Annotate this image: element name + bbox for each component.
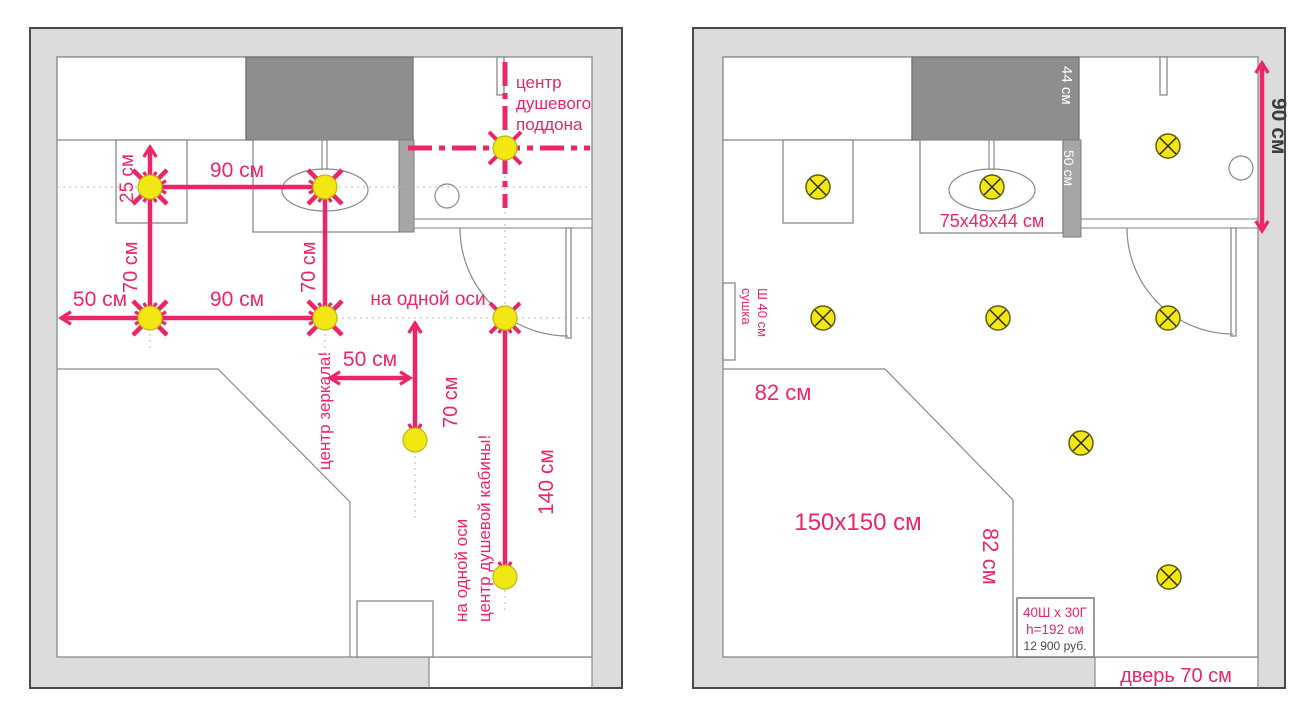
dim-70cm-mirror: 70 см [440, 376, 462, 428]
shower-wall [1080, 218, 1259, 229]
ceiling-light-icon [979, 174, 1005, 200]
dim-90cm-top: 90 см [210, 159, 264, 182]
door-swing-arc [1126, 227, 1234, 335]
ceiling-light-icon [1155, 133, 1181, 159]
cabinet-label-line1: 40Ш x 30Г [1023, 605, 1088, 620]
ceiling-light-icon [487, 130, 523, 166]
right-floor-plan: 44 см 50 см 75x48x44 см 90 см сушка Ш 40… [692, 27, 1290, 689]
sink-oval [948, 168, 1036, 212]
ceiling-light-icon [492, 564, 518, 590]
corner-bath-outline [723, 368, 1014, 657]
left-floor-plan: центр душевого поддона 25 см 90 см 70 см… [29, 27, 623, 689]
shower-axis-label: на одной оси центр душевой кабины! [452, 435, 494, 622]
dim-25cm: 25 см [117, 154, 138, 203]
dim-50cm: 50 см [1061, 150, 1077, 186]
ceiling-light-icon [131, 299, 169, 337]
step-box [356, 600, 434, 658]
partition-strip [398, 139, 415, 233]
door-opening [1094, 657, 1259, 689]
dim-82cm-top: 82 см [755, 380, 812, 405]
door-leaf [565, 227, 572, 339]
cabinet-label-line2: h=192 см [1026, 622, 1084, 637]
dim-70cm-sink: 70 см [298, 241, 320, 293]
ceiling-light-icon [810, 305, 836, 331]
ceiling-light-icon [131, 168, 169, 206]
ceiling-light-icon [1156, 564, 1182, 590]
ceiling-light-icon [1068, 430, 1094, 456]
shower-center-label: душевого [516, 94, 591, 113]
dark-appliance [911, 56, 1080, 141]
bath-dimensions-label: 150x150 см [794, 509, 921, 536]
ceiling-lights [805, 133, 1182, 590]
shower-center-label: поддона [516, 115, 583, 134]
left-plan-labels: центр душевого поддона 25 см 90 см 70 см… [73, 73, 591, 622]
ceiling-light-icon [402, 427, 428, 453]
dim-140cm: 140 см [535, 449, 558, 515]
shower-head [1159, 56, 1168, 96]
shower-wall [413, 218, 593, 229]
ceiling-light-icon [306, 168, 344, 206]
dryer-label-line1: сушка [739, 288, 754, 325]
door-width-label: дверь 70 см [1120, 665, 1232, 687]
ceiling-light-icon [488, 301, 522, 335]
partition-strip [1062, 139, 1082, 238]
dim-50cm-mirror: 50 см [343, 348, 397, 371]
ceiling-light-icon [985, 305, 1011, 331]
cabinet-price-label: 12 900 руб. [1024, 639, 1087, 653]
dim-44cm: 44 см [1058, 66, 1075, 105]
dimension-arrows [61, 147, 505, 572]
shower-center-label: центр [516, 73, 562, 92]
shower-axis-line2: центр душевой кабины! [475, 435, 494, 622]
dryer-label-line2: Ш 40 см [755, 288, 770, 337]
ceiling-light-icon [306, 299, 344, 337]
upper-cabinet [722, 56, 913, 141]
drain-circle [434, 183, 460, 209]
corner-bath-outline [57, 368, 351, 657]
dim-82cm-right: 82 см [978, 528, 1003, 585]
dim-90cm-wall: 90 см [1267, 98, 1290, 154]
upper-cabinet [56, 56, 247, 141]
door-opening [428, 657, 593, 689]
sink-dimensions-label: 75x48x44 см [940, 211, 1044, 231]
price-box [1016, 597, 1095, 658]
ceiling-light-icon [1155, 305, 1181, 331]
ceiling-light-icon [805, 174, 831, 200]
right-plan-labels: 44 см 50 см 75x48x44 см 90 см сушка Ш 40… [739, 66, 1290, 687]
dark-appliance [245, 56, 414, 141]
dim-70cm-left: 70 см [120, 241, 142, 293]
mirror-center-label: центр зеркала! [315, 352, 334, 470]
dim-50cm-left: 50 см [73, 288, 127, 311]
shower-axis-line1: на одной оси [452, 519, 471, 622]
drain-circle [1228, 155, 1254, 181]
ceiling-lights [131, 130, 523, 590]
door-leaf [1230, 227, 1237, 337]
dim-90cm-mid: 90 см [210, 288, 264, 311]
same-axis-label: на одной оси [370, 289, 485, 310]
dryer-rect [722, 282, 736, 361]
